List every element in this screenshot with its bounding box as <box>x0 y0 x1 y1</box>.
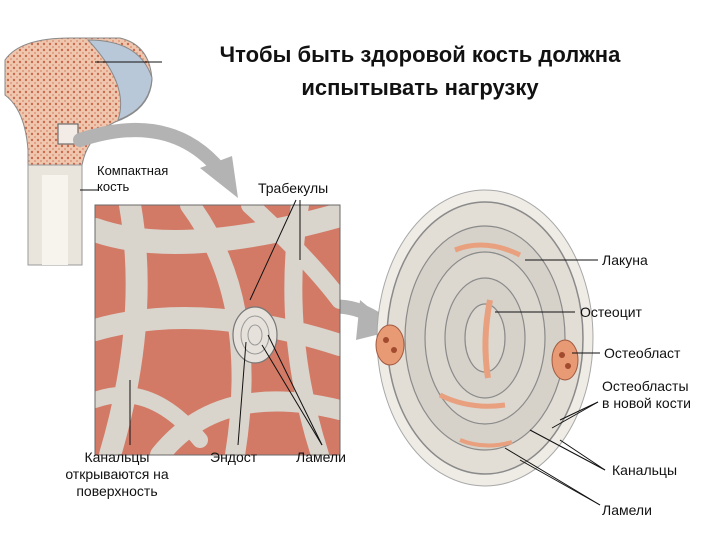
label-compact-bone: Компактная кость <box>97 163 169 194</box>
leader-lines <box>80 189 606 506</box>
label-trabeculae: Трабекулы <box>258 180 329 196</box>
label-canaliculi-surface: Канальцы открываются на поверхность <box>65 449 169 499</box>
osteon-illustration <box>375 189 594 487</box>
label-lacuna: Лакуна <box>602 252 648 268</box>
curved-arrow-1 <box>73 123 238 198</box>
femur-illustration <box>4 37 162 266</box>
label-osteocyte: Остеоцит <box>580 304 642 320</box>
label-osteoblasts-new-bone: Остеобласты в новой кости <box>602 378 691 411</box>
trabecular-bone-square <box>94 204 341 456</box>
label-lamellae-center: Ламели <box>296 449 346 465</box>
label-osteoblast: Остеобласт <box>604 345 681 361</box>
label-endosteum: Эндост <box>210 449 258 465</box>
page-title: Чтобы быть здоровой кость должна испытыв… <box>219 42 621 100</box>
label-canaliculi-right: Канальцы <box>612 462 678 478</box>
label-lamellae-right: Ламели <box>602 502 652 518</box>
